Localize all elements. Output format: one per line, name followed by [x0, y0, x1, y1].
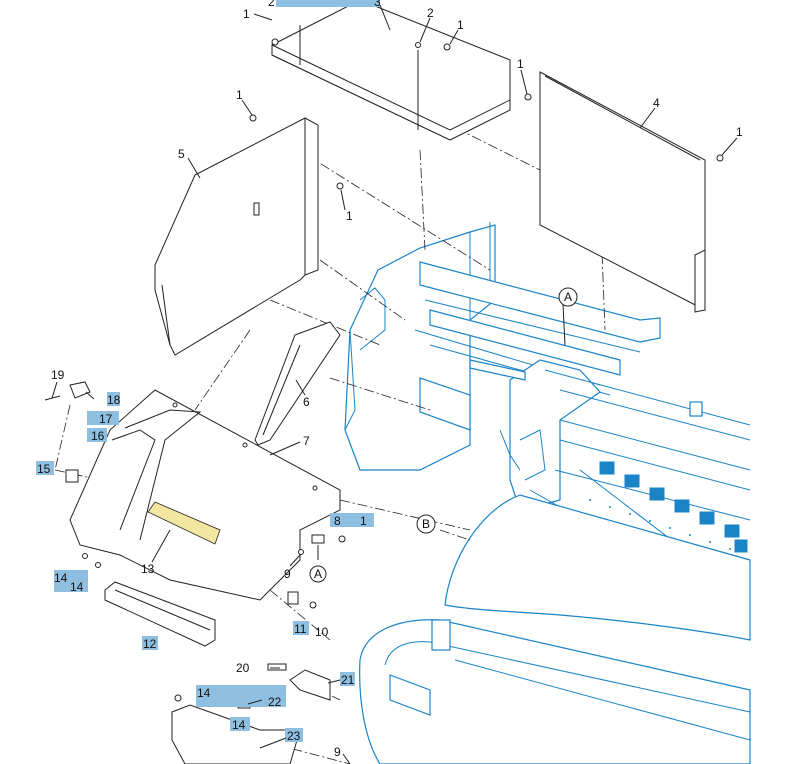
callout-14-b: 14: [70, 580, 84, 594]
callout-17: 17: [99, 412, 113, 426]
callout-16: 16: [91, 429, 105, 443]
small-hardware: [44, 381, 346, 764]
callout-1-f: 1: [346, 209, 353, 223]
callout-2-a: 2: [268, 0, 275, 9]
callout-18: 18: [107, 393, 121, 407]
callout-9-b: 9: [334, 745, 341, 759]
callout-3: 3: [374, 0, 381, 9]
callout-1-g: 1: [360, 514, 367, 528]
svg-text:A: A: [314, 567, 322, 581]
callout-4: 4: [653, 96, 660, 110]
callout-1-b: 1: [457, 18, 464, 32]
callout-12: 12: [143, 637, 157, 651]
callout-20: 20: [236, 661, 250, 675]
svg-text:A: A: [564, 290, 572, 304]
callout-highlights: [36, 0, 380, 742]
print-head-carriage: [599, 461, 748, 553]
callout-9-a: 9: [284, 567, 291, 581]
callout-7: 7: [303, 434, 310, 448]
callout-6: 6: [303, 395, 310, 409]
callout-14-a: 14: [54, 571, 68, 585]
reference-marker-a-top: A: [558, 287, 578, 307]
reference-marker-b: B: [416, 514, 436, 534]
printer-frame-assembly: [344, 222, 751, 764]
top-cover-plate: [271, 0, 532, 141]
callout-19: 19: [51, 368, 65, 382]
callout-5: 5: [178, 147, 185, 161]
warning-label-strip: [147, 501, 221, 545]
reference-markers: A A B: [309, 287, 578, 583]
front-rail-bar: [104, 581, 216, 647]
callout-22: 22: [268, 695, 282, 709]
callout-14-d: 14: [232, 718, 246, 732]
guide-strip: [254, 321, 341, 446]
callout-2-b: 2: [427, 6, 434, 20]
leader-lines: [51, 4, 738, 764]
reference-marker-a-bottom: A: [309, 565, 327, 583]
rear-panel: [539, 71, 724, 313]
callout-8: 8: [334, 514, 341, 528]
svg-text:B: B: [422, 517, 430, 531]
callout-1-c: 1: [517, 57, 524, 71]
callout-13: 13: [141, 562, 155, 576]
callout-21: 21: [341, 673, 355, 687]
callout-1-a: 1: [243, 7, 250, 21]
callout-10: 10: [315, 625, 329, 639]
callout-11: 11: [294, 622, 307, 636]
callout-1-e: 1: [236, 88, 243, 102]
front-cover: [69, 389, 341, 601]
left-side-panel: [154, 114, 344, 356]
callout-14-c: 14: [197, 686, 211, 700]
callout-23: 23: [287, 729, 301, 743]
callout-1-d: 1: [736, 125, 743, 139]
callout-labels: 1 2 3 2 1 1 4 1 1 5 1 6 7 19 18 17 16 15…: [37, 0, 743, 759]
callout-15: 15: [37, 462, 51, 476]
